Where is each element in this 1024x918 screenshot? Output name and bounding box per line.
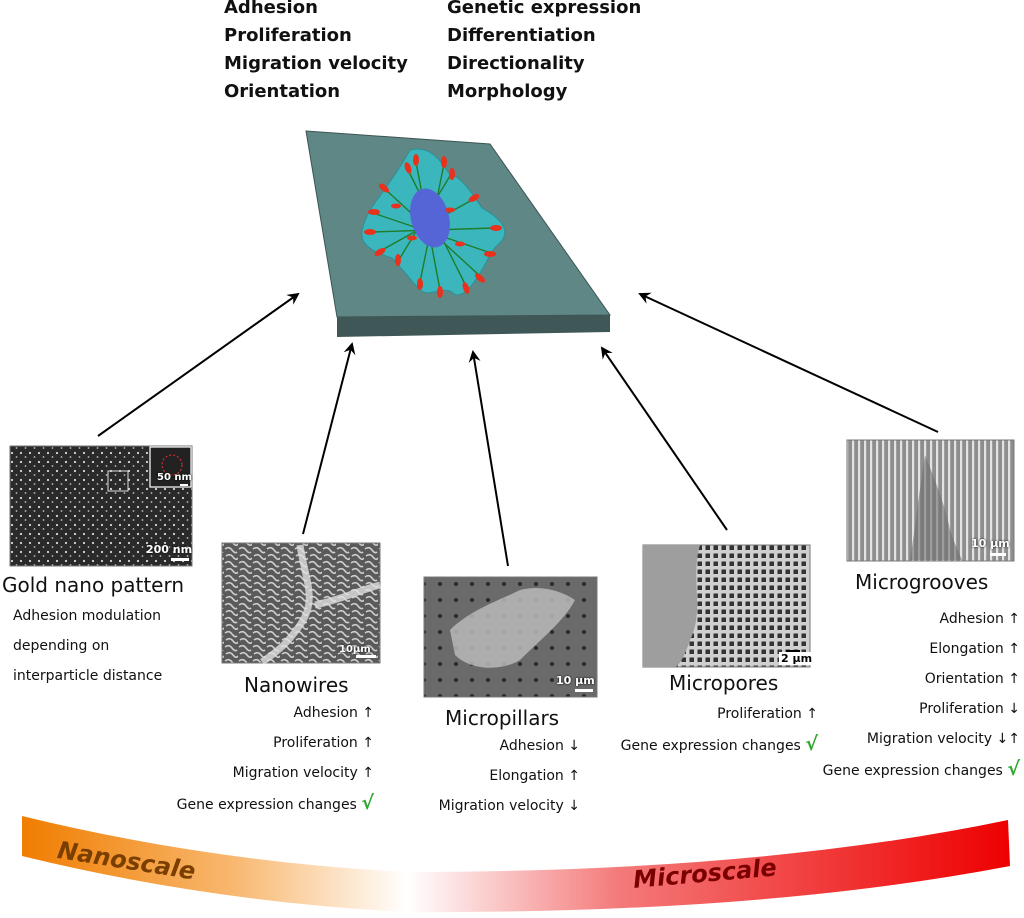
effect-label: Gene expression changes [620,738,801,754]
property-item: Differentiation [447,25,596,46]
panel-title-micropillars: Micropillars [445,706,560,730]
effect-row: Orientation ↑ [823,664,1020,694]
micrograph-nanowires [221,542,381,665]
effect-row: Adhesion ↑ [823,604,1020,634]
effect-label: Proliferation [919,701,1004,717]
scale-label-micropores: 2 μm [779,652,815,665]
effect-label: Migration velocity [866,731,993,747]
effect-label: Elongation [489,768,564,784]
effect-row: Gene expression changes √ [621,729,818,761]
effect-label: Migration velocity [232,765,358,781]
effect-label: Migration velocity [438,798,564,814]
property-item: Directionality [447,53,585,74]
effect-row: Migration velocity ↓ [439,791,580,821]
effect-row: Migration velocity ↑ [177,758,374,788]
effect-row: Proliferation ↓ [823,694,1020,724]
property-list-right: Genetic expression Differentiation Direc… [447,0,641,106]
property-item: Migration velocity [224,53,408,74]
effect-label: Adhesion [293,705,358,721]
micrograph-gold-nano-pattern [9,445,193,567]
panel-title-nanowires: Nanowires [244,673,349,697]
effect-arrow: ↑ [1008,671,1020,687]
property-list-left: Adhesion Proliferation Migration velocit… [224,0,408,106]
property-item: Proliferation [224,25,352,46]
property-item: Adhesion [224,0,318,18]
check-icon: √ [361,792,374,814]
arrows [97,292,939,567]
effect-label: Gene expression changes [822,763,1003,779]
panel-title-micropores: Micropores [669,671,779,695]
panel-title-microgrooves: Microgrooves [855,570,989,594]
effect-row: Migration velocity ↓↑ [823,724,1020,754]
check-icon: √ [805,733,818,755]
effect-arrow: ↓ [1008,701,1020,717]
micrograph-micropillars [423,576,598,698]
effect-label: Elongation [929,641,1004,657]
property-item: Morphology [447,81,568,102]
effect-label: Proliferation [273,735,358,751]
effect-row: Adhesion ↑ [177,698,374,728]
property-item: Genetic expression [447,0,642,18]
cell-illustration [361,148,506,298]
property-item: Orientation [224,81,341,102]
micrograph-micropores [642,544,811,668]
panel-title-gold-nano-pattern: Gold nano pattern [2,573,185,597]
effect-label: Gene expression changes [176,797,357,813]
effect-row: Gene expression changes √ [823,754,1020,786]
effect-label: Proliferation [717,706,802,722]
scale-label-microgrooves: 10 μm [971,537,1010,550]
note-line: interparticle distance [13,668,163,684]
effect-row: Elongation ↑ [823,634,1020,664]
effect-row: Elongation ↑ [439,761,580,791]
micropores-effects: Proliferation ↑ Gene expression changes … [621,699,818,761]
scale-label-micropillars: 10 μm [556,674,595,687]
microgrooves-effects: Adhesion ↑ Elongation ↑ Orientation ↑ Pr… [823,604,1020,786]
gold-notes: Adhesion modulation depending on interpa… [13,601,162,691]
check-icon: √ [1007,758,1020,780]
effect-row: Proliferation ↑ [177,728,374,758]
note-line: depending on [13,638,110,654]
scale-label-nanowires: 10μm [339,644,371,655]
effect-arrow: ↑ [806,706,818,722]
effect-arrow: ↑ [568,768,580,784]
effect-label: Adhesion [499,738,564,754]
effect-label: Adhesion [939,611,1004,627]
micrograph-microgrooves [846,439,1015,562]
effect-arrow: ↑ [362,735,374,751]
effect-row: Proliferation ↑ [621,699,818,729]
effect-arrow: ↓↑ [996,731,1020,747]
effect-arrow: ↑ [362,705,374,721]
scale-band [22,816,1010,913]
nanowires-effects: Adhesion ↑ Proliferation ↑ Migration vel… [177,698,374,820]
scale-label-gold: 200 nm [146,543,193,556]
scale-bars [171,484,1006,692]
note-line: Adhesion modulation [13,608,162,624]
effect-arrow: ↓ [568,738,580,754]
effect-row: Gene expression changes √ [177,788,374,820]
scale-label-gold-inset: 50 nm [157,472,192,483]
effect-arrow: ↑ [1008,611,1020,627]
micropillars-effects: Adhesion ↓ Elongation ↑ Migration veloci… [439,731,580,821]
effect-label: Orientation [924,671,1004,687]
effect-arrow: ↑ [362,765,374,781]
effect-arrow: ↑ [1008,641,1020,657]
effect-row: Adhesion ↓ [439,731,580,761]
effect-arrow: ↓ [568,798,580,814]
